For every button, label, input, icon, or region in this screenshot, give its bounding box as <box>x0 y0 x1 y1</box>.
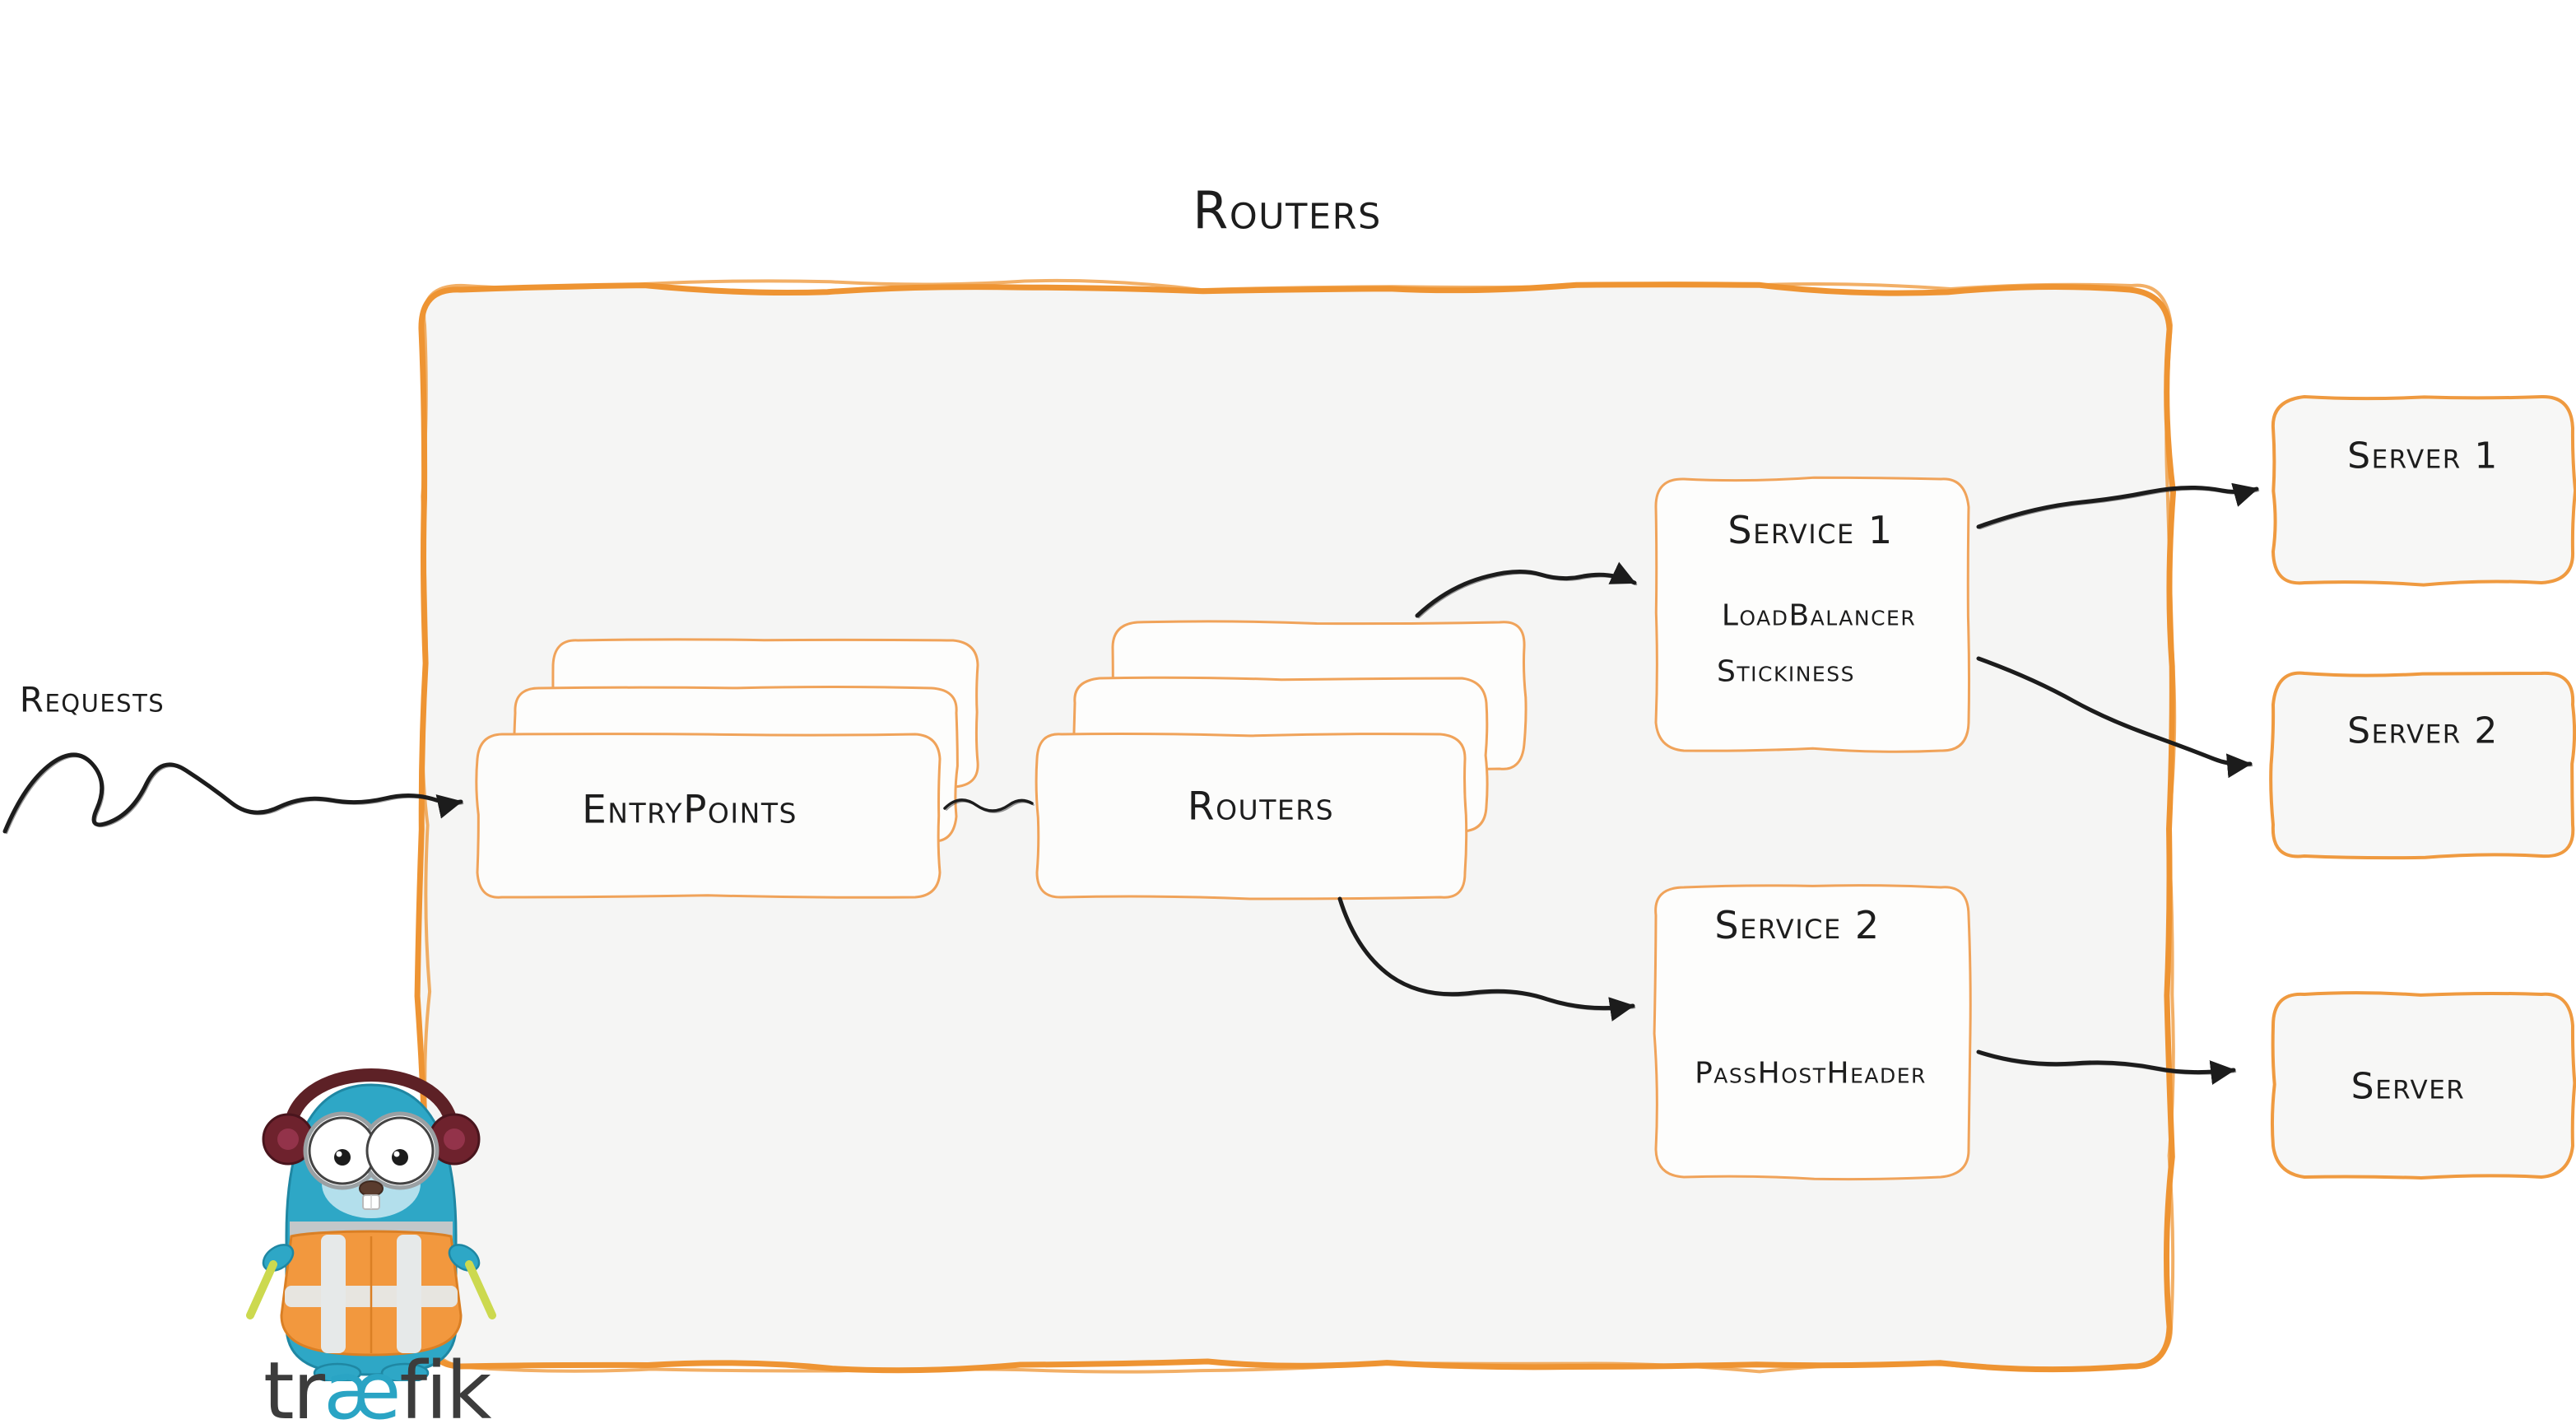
service2-box <box>1653 884 1972 1181</box>
headphone-cup-left-inner <box>277 1128 299 1150</box>
entrypoints-to-routers-link <box>943 798 1034 812</box>
requests-arrow-sketch-stroke <box>5 755 464 835</box>
entrypoints-to-routers-link-sketch-stroke <box>946 801 1035 813</box>
wordmark-ligature: æ <box>323 1345 401 1424</box>
traefik-wordmark: træfik <box>263 1352 491 1424</box>
eye-shine-right <box>393 1151 400 1157</box>
diagram-title: Routers <box>1193 180 1382 241</box>
service1-to-server2-arrow <box>1976 656 2253 779</box>
entrypoints-label: EntryPoints <box>582 787 797 833</box>
headphones-icon <box>284 1068 458 1131</box>
server2-box <box>2269 671 2576 860</box>
server3-box <box>2270 991 2576 1180</box>
gopher-illustration <box>246 1068 496 1384</box>
routers-card-front <box>1035 732 1468 900</box>
service2-feature-passhostheader: PassHostHeader <box>1695 1056 1927 1091</box>
service1-to-server2-arrow-sketch-stroke <box>1978 658 2253 767</box>
signal-baton-right <box>465 1260 496 1319</box>
pupil-left <box>334 1149 351 1166</box>
gopher-nose <box>359 1180 384 1197</box>
entrypoints-card-front <box>475 733 942 899</box>
routers-to-service1-arrow-sketch-stroke <box>1417 572 1638 619</box>
service2-to-server-arrow <box>1976 1049 2236 1085</box>
wordmark-prefix: tr <box>263 1345 325 1424</box>
wordmark-suffix: fik <box>399 1345 491 1424</box>
routers-to-service2-arrow-sketch-stroke <box>1340 899 1636 1011</box>
service1-box <box>1654 476 1971 753</box>
requests-label: Requests <box>19 679 165 720</box>
server1-label: Server 1 <box>2347 435 2499 477</box>
server1-box <box>2271 394 2576 587</box>
service1-feature-loadbalancer: LoadBalancer <box>1721 598 1917 633</box>
routers-to-service1-arrow <box>1415 561 1637 618</box>
routers-label: Routers <box>1187 784 1335 830</box>
service1-feature-stickiness: Stickiness <box>1717 654 1855 689</box>
service1-to-server1-arrow <box>1976 482 2259 529</box>
server2-label: Server 2 <box>2347 710 2499 752</box>
headphone-cup-right-inner <box>444 1128 465 1150</box>
service1-to-server1-arrow-sketch-stroke <box>1978 488 2260 530</box>
service1-title: Service 1 <box>1727 508 1894 552</box>
pupil-right <box>392 1149 408 1166</box>
traefik-mascot <box>245 1042 497 1384</box>
service2-to-server-arrow-sketch-stroke <box>1978 1052 2237 1075</box>
signal-baton-left <box>246 1260 277 1319</box>
requests-arrow <box>2 752 463 834</box>
routers-to-service2-arrow <box>1337 896 1635 1021</box>
eye-shine-left <box>336 1151 342 1157</box>
server3-label: Server <box>2350 1065 2466 1108</box>
service2-title: Service 2 <box>1714 903 1881 947</box>
